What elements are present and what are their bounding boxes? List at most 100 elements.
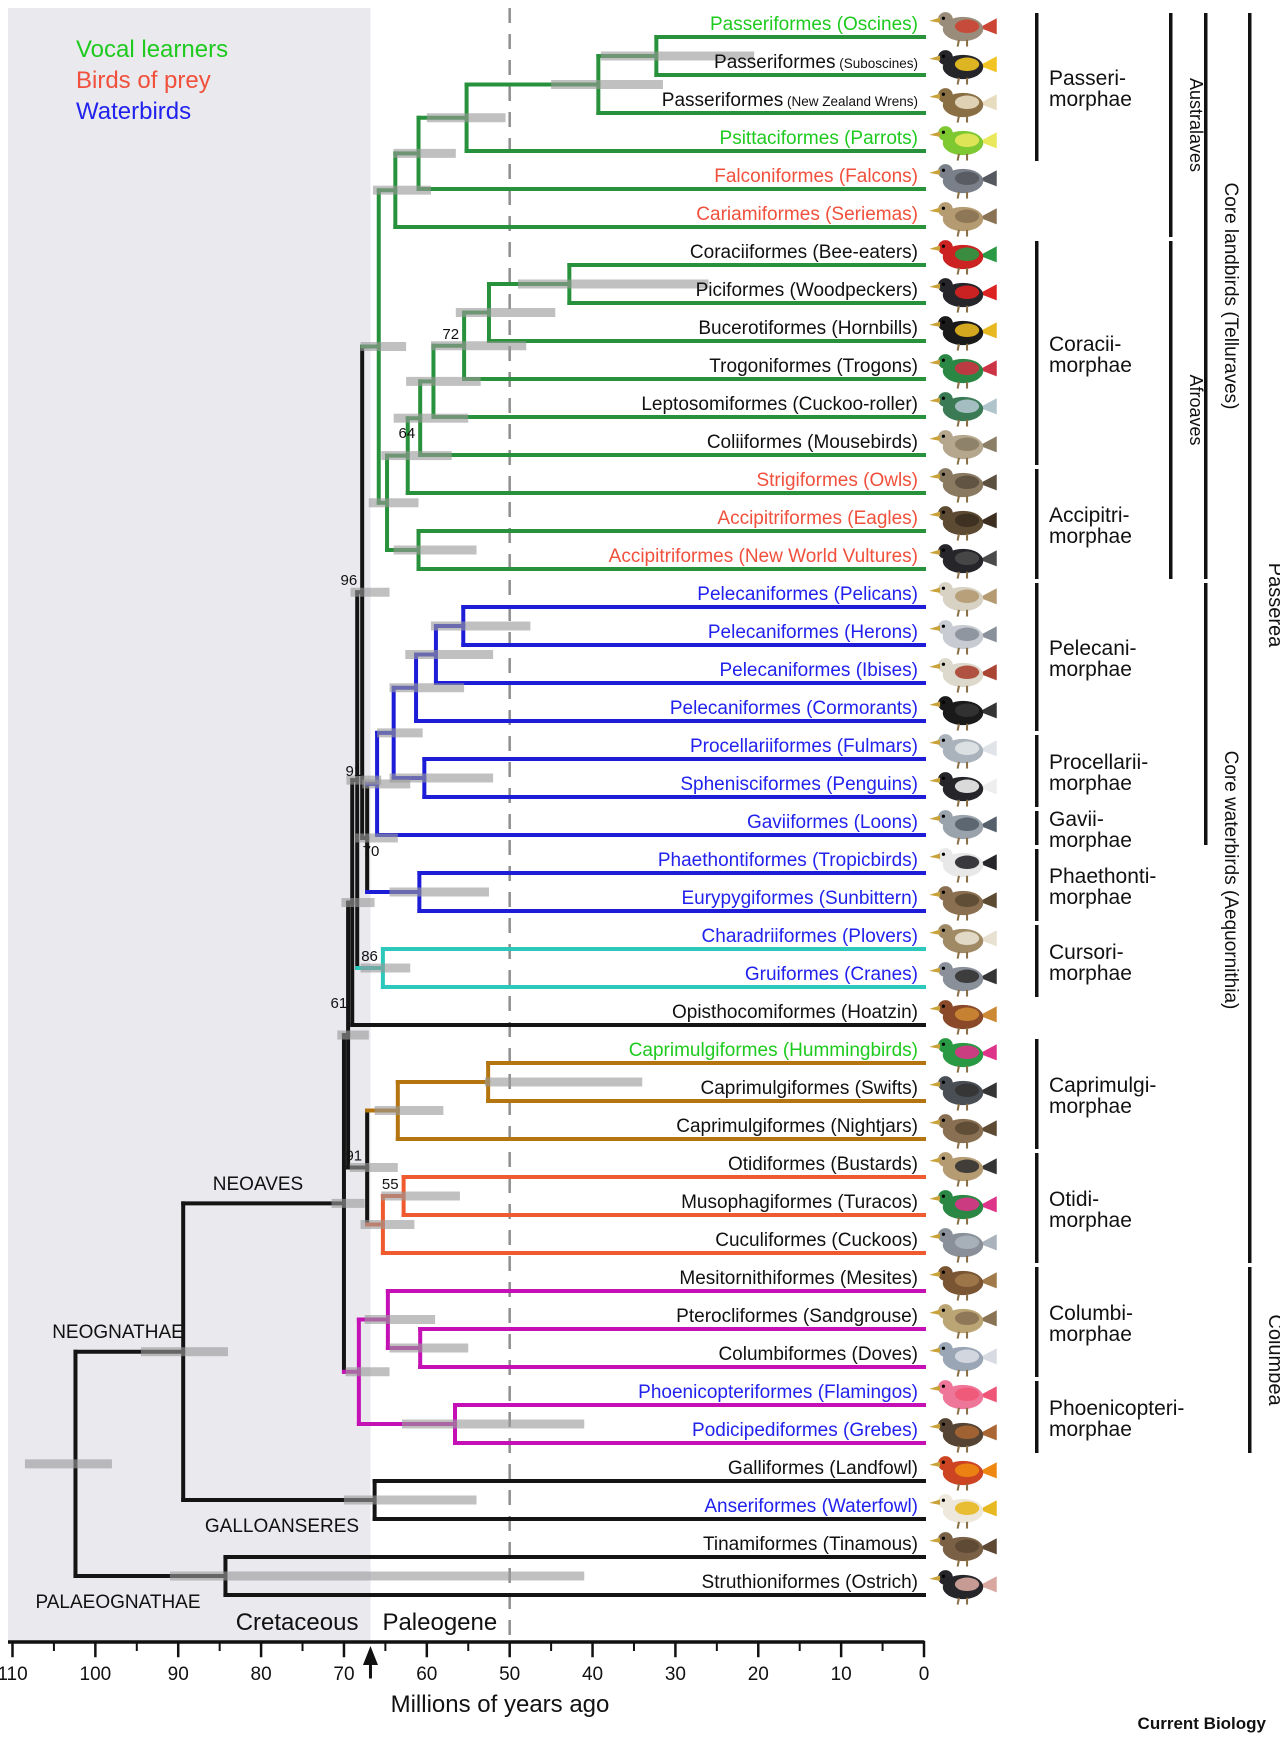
tip-label-t30: Caprimulgiformes (Nightjars): [676, 1116, 918, 1137]
ci-bar-n_cor_pic: [517, 279, 709, 289]
tip-label-t29: Caprimulgiformes (Swifts): [701, 1078, 918, 1099]
journal-footer: Current Biology: [1137, 1714, 1266, 1733]
ci-bar-n_san_dov: [389, 1343, 469, 1353]
bracket-cursori: [1035, 925, 1039, 997]
ci-bar-n_afroaves: [368, 498, 419, 508]
tip-label-t18: Pelecaniformes (Ibises): [719, 660, 918, 681]
axis-tick-label-60: 60: [416, 1664, 437, 1685]
tip-label-t39: Galliformes (Landfowl): [728, 1458, 918, 1479]
bird-icon-t4: [929, 126, 997, 161]
bird-icon-t5: [929, 164, 997, 199]
bird-icon-t42: [929, 1570, 997, 1605]
axis-tick-label-70: 70: [333, 1664, 354, 1685]
bracket-core-landbirds--telluraves-: [1204, 13, 1208, 579]
bracket-procellarii: [1035, 735, 1039, 807]
tip-label-t35: Pterocliformes (Sandgrouse): [676, 1306, 918, 1327]
tip-label-t8: Piciformes (Woodpeckers): [696, 280, 918, 301]
tip-label-t2: Passeriformes (Suboscines): [714, 52, 918, 73]
ci-bar-n_aequornithia: [362, 779, 411, 789]
support-value-n_p3: 96: [340, 572, 357, 589]
group-label-australaves: Australaves: [1186, 78, 1206, 172]
ci-bar-root: [24, 1459, 112, 1469]
bracket-caprimulgi: [1035, 1039, 1039, 1149]
tip-label-t26: Gruiformes (Cranes): [745, 964, 918, 985]
ci-bar-n_telluraves: [360, 341, 407, 351]
bird-icon-t41: [929, 1532, 997, 1567]
clade-label2: morphae: [1049, 829, 1132, 852]
bird-icon-t18: [929, 658, 997, 693]
tip-label-t42: Struthioniformes (Ostrich): [702, 1572, 918, 1593]
tip-label-t22: Gaviiformes (Loons): [747, 812, 918, 833]
bracket-passerea: [1248, 13, 1252, 1263]
bird-icon-t2: [929, 50, 997, 85]
bird-icon-t26: [929, 962, 997, 997]
bracket-otidi: [1035, 1153, 1039, 1263]
group-label-core-landbirds--telluraves-: Core landbirds (Telluraves): [1220, 182, 1241, 409]
bird-icon-t10: [929, 354, 997, 389]
ci-bar-n_pas_psi: [426, 113, 506, 123]
axis-tick-label-0: 0: [919, 1664, 930, 1685]
bird-icon-t12: [929, 430, 997, 465]
tip-label-t37: Phoenicopteriformes (Flamingos): [638, 1382, 918, 1403]
ci-bar-n_buc: [455, 308, 556, 317]
bird-icon-t38: [929, 1418, 997, 1453]
clade-label-phoenicopteri: Phoenicopteri-: [1049, 1397, 1184, 1420]
tip-label-t38: Podicipediformes (Grebes): [692, 1420, 918, 1441]
tip-label-t27: Opisthocomiformes (Hoatzin): [672, 1002, 918, 1023]
tip-label-t7: Coraciiformes (Bee-eaters): [690, 242, 918, 263]
backbone-label-neoaves: NEOAVES: [213, 1174, 303, 1195]
tip-label-t23: Phaethontiformes (Tropicbirds): [658, 850, 918, 871]
tip-label-t21: Sphenisciformes (Penguins): [680, 774, 918, 795]
clade-label-phaethonti: Phaethonti-: [1049, 865, 1156, 888]
tip-label-t13: Strigiformes (Owls): [756, 470, 918, 491]
clade-label-pelecani: Pelecani-: [1049, 637, 1137, 660]
bird-icon-t37: [929, 1380, 997, 1415]
tip-label-t32: Musophagiformes (Turacos): [681, 1192, 918, 1213]
bird-icon-t8: [929, 278, 997, 313]
legend-item-waterbirds: Waterbirds: [76, 98, 191, 125]
support-value-n_p1: 61: [331, 995, 348, 1012]
bracket-core-waterbirds--aequornithia-: [1204, 583, 1208, 845]
ci-bar-n_fla_gre: [401, 1419, 585, 1429]
bracket-pelecani: [1035, 583, 1039, 731]
ci-bar-n_neognathae: [140, 1347, 228, 1357]
clade-label-gavii: Gavii-: [1049, 808, 1104, 831]
clade-label2: morphae: [1049, 658, 1132, 681]
clade-label2: morphae: [1049, 962, 1132, 985]
tip-label-t20: Procellariiformes (Fulmars): [690, 736, 918, 757]
bird-icon-t32: [929, 1190, 997, 1225]
tip-label-t36: Columbiformes (Doves): [718, 1344, 918, 1365]
ci-bar-n_australaves: [372, 185, 431, 195]
tip-label-t24: Eurypygiformes (Sunbittern): [681, 888, 918, 909]
ci-bar-n_columbea: [345, 1367, 390, 1377]
ci-bar-n_ful_pen: [389, 773, 494, 783]
bracket-gavii: [1035, 811, 1039, 845]
ci-bar-n_p2: [346, 775, 382, 785]
tip-label-t41: Tinamiformes (Tinamous): [703, 1534, 918, 1555]
tip-label-t14: Accipitriformes (Eagles): [717, 508, 918, 529]
clade-label-passeri: Passeri-: [1049, 67, 1126, 90]
ci-bar-n_col: [393, 413, 469, 423]
ci-bar-n_p1: [341, 898, 375, 908]
tip-label-t31: Otidiformes (Bustards): [728, 1154, 918, 1175]
tip-label-t40: Anseriformes (Waterfowl): [704, 1496, 918, 1517]
axis-title: Millions of years ago: [391, 1691, 610, 1718]
tip-label-t12: Coliiformes (Mousebirds): [707, 432, 918, 453]
tip-label-t34: Mesitornithiformes (Mesites): [679, 1268, 918, 1289]
bird-icon-t30: [929, 1114, 997, 1149]
bird-icon-t3: [929, 88, 997, 123]
tip-label-t9: Bucerotiformes (Hornbills): [698, 318, 918, 339]
clade-label2: morphae: [1049, 525, 1132, 548]
bird-icon-t34: [929, 1266, 997, 1301]
support-value-n_waterall: 91: [345, 763, 362, 780]
bracket-phaethonti: [1035, 849, 1039, 921]
tip-label-t33: Cuculiformes (Cuckoos): [715, 1230, 918, 1251]
backbone-label-galloanseres: GALLOANSERES: [205, 1516, 359, 1537]
bird-icon-t33: [929, 1228, 997, 1263]
backbone-label-palaeognathae: PALAEOGNATHAE: [35, 1592, 200, 1613]
support-value-n_cursori: 86: [361, 948, 378, 965]
ci-bar-n_capri_otidi: [349, 1163, 398, 1172]
axis-tick-label-40: 40: [582, 1664, 603, 1685]
bird-icon-t11: [929, 392, 997, 427]
tip-label-t25: Charadriiformes (Plovers): [702, 926, 918, 947]
